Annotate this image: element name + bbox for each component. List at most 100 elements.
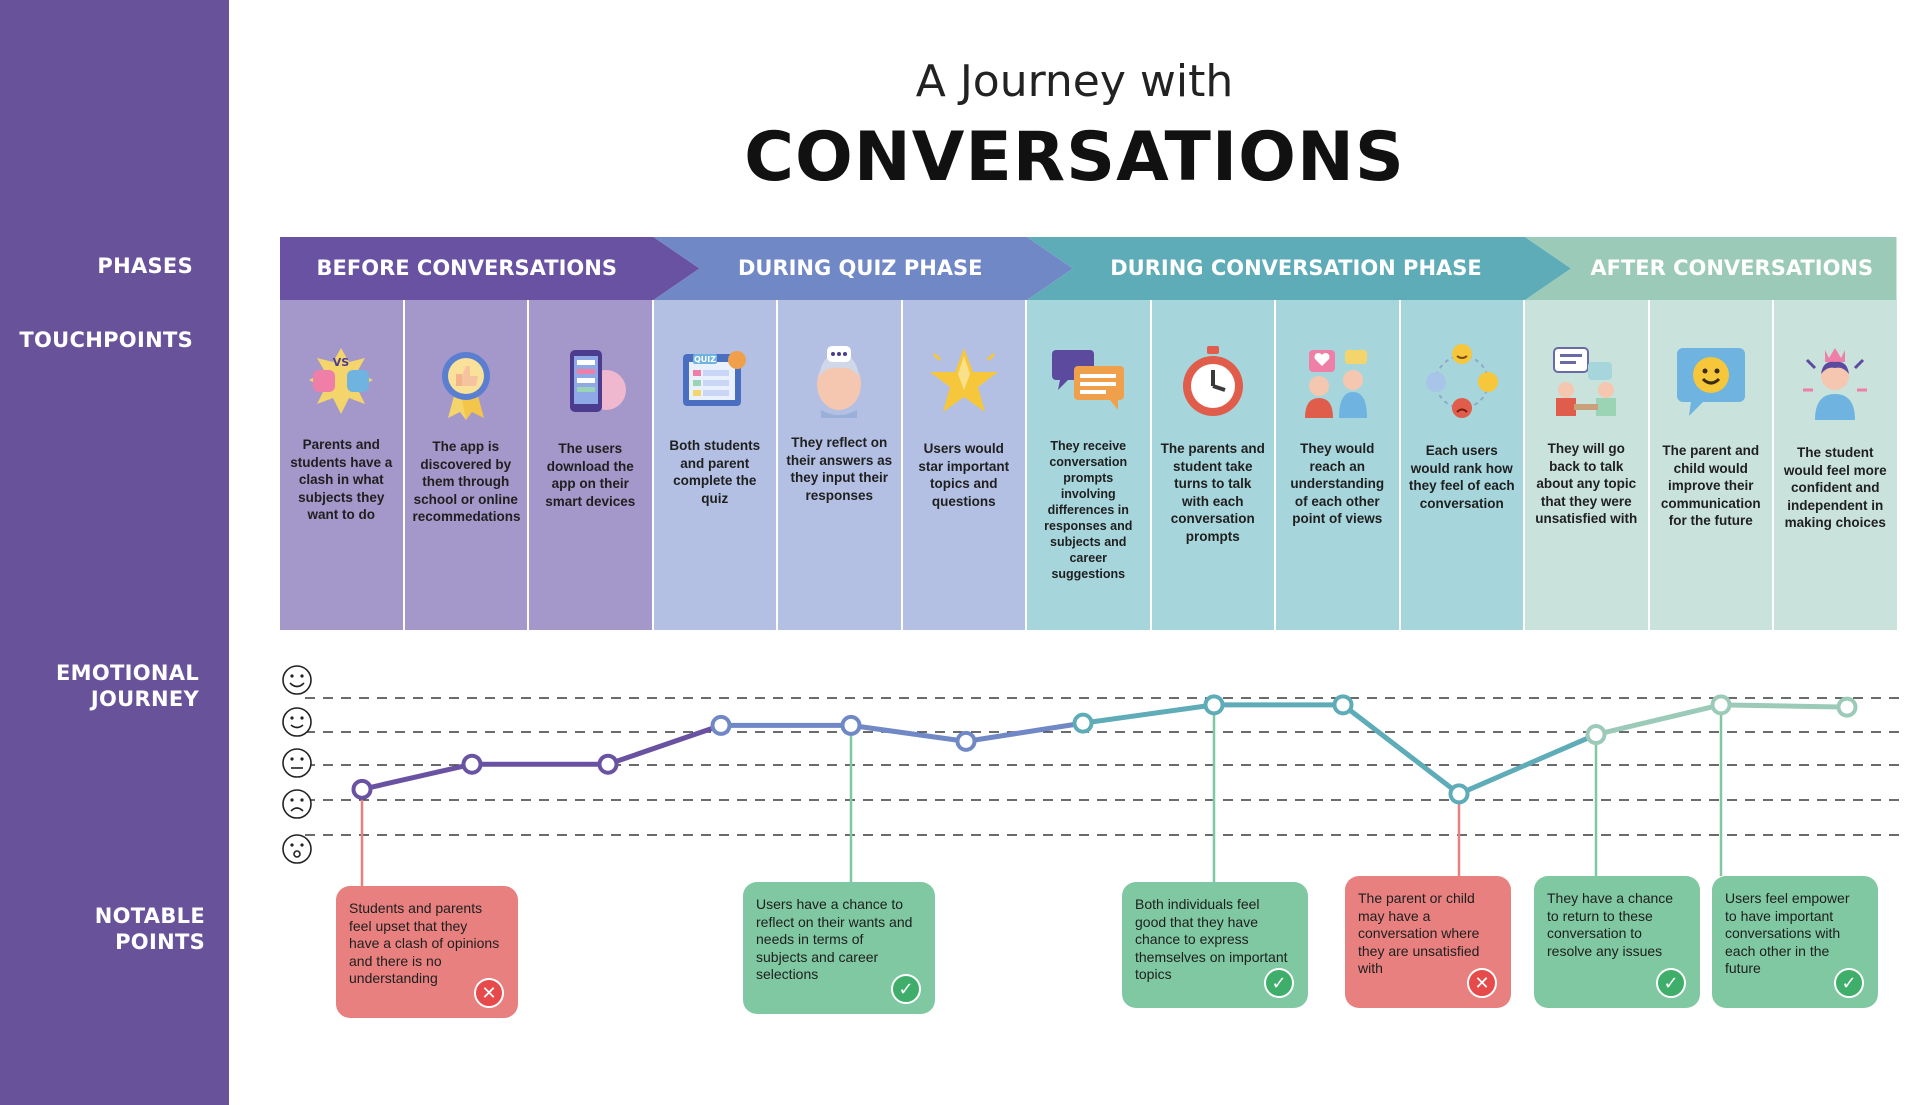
notable-point-text: They have a chance to return to these co… xyxy=(1547,890,1674,959)
touchpoint-text: The parents and student take turns to ta… xyxy=(1160,441,1265,544)
emotion-face-eye xyxy=(290,674,294,678)
emotion-face-eye xyxy=(290,716,294,720)
emotion-point xyxy=(955,730,977,752)
emotion-face-eye xyxy=(300,843,304,847)
touchpoint-column: They receive conversation prompts involv… xyxy=(1027,300,1152,630)
stopwatch-icon xyxy=(1171,340,1255,424)
touchpoints-label: TOUCHPOINTS xyxy=(19,328,193,352)
emotion-face-outline xyxy=(282,748,312,778)
emotion-point xyxy=(710,714,732,736)
touchpoint-column: The parent and child would improve their… xyxy=(1649,300,1774,630)
touchpoint-column: They will go back to talk about any topi… xyxy=(1525,300,1650,630)
svg-text:QUIZ: QUIZ xyxy=(694,355,716,364)
page-title: CONVERSATIONS xyxy=(744,118,1405,197)
phase-chevron xyxy=(1525,237,1897,300)
emotion-line-segment xyxy=(1456,732,1599,797)
notable-point-text: Users feel empower to have important con… xyxy=(1725,890,1850,976)
cross-icon: ✕ xyxy=(474,978,504,1008)
emotion-face-mouth xyxy=(289,682,305,688)
touchpoint-column: VS Parents and students have a clash in w… xyxy=(280,300,405,630)
emotion-face-eye xyxy=(300,757,304,761)
meeting-people-icon xyxy=(1544,340,1628,424)
svg-text:VS: VS xyxy=(333,356,350,369)
emotion-face-mouth xyxy=(290,807,304,812)
emotion-point xyxy=(597,753,619,775)
emotion-line-segment xyxy=(359,761,475,792)
touchpoint-text: They receive conversation prompts involv… xyxy=(1044,439,1133,581)
phase-label: AFTER CONVERSATIONS xyxy=(1590,256,1874,280)
emotion-point xyxy=(1203,694,1225,716)
emotion-face-eye xyxy=(300,798,304,802)
emotion-face-eye xyxy=(300,716,304,720)
phase-chevron xyxy=(653,237,1073,300)
phase-label: DURING QUIZ PHASE xyxy=(737,256,983,280)
emotion-face-mouth xyxy=(293,850,301,858)
emotion-face-outline xyxy=(282,707,312,737)
check-icon: ✓ xyxy=(1834,968,1864,998)
notable-point-card: They have a chance to return to these co… xyxy=(1534,876,1700,1008)
notable-points-label: NOTABLE POINTS xyxy=(94,904,205,954)
emotion-point xyxy=(1836,696,1858,718)
notable-point-card: Users feel empower to have important con… xyxy=(1712,876,1878,1008)
notable-point-text: Both individuals feel good that they hav… xyxy=(1135,896,1288,982)
emotion-face-outline xyxy=(282,789,312,819)
notable-point-card: The parent or child may have a conversat… xyxy=(1345,876,1511,1008)
confident-person-icon xyxy=(1793,340,1877,424)
phase-label: BEFORE CONVERSATIONS xyxy=(316,256,617,280)
touchpoint-column: Each users would rank how they feel of e… xyxy=(1400,300,1525,630)
phase-chevron-base xyxy=(280,237,654,300)
touchpoint-text: Users would star important topics and qu… xyxy=(918,441,1010,509)
emoji-rating-icon xyxy=(1420,340,1504,424)
touchpoint-column: QUIZ Both students and parent complete th… xyxy=(653,300,778,630)
emotion-face-outline xyxy=(282,834,312,864)
touchpoint-text: The student would feel more confident an… xyxy=(1783,445,1887,530)
emotion-line-segment xyxy=(963,720,1086,744)
emotion-line-segment xyxy=(1593,702,1724,738)
notable-point-card: Users have a chance to reflect on their … xyxy=(743,882,935,1014)
emotion-line-segment xyxy=(1080,702,1217,726)
touchpoint-text: The app is discovered by them through sc… xyxy=(412,439,521,524)
quiz-laptop-icon: QUIZ xyxy=(673,340,757,424)
emotion-point xyxy=(1332,694,1354,716)
emotion-line-segment xyxy=(605,722,724,767)
emotion-face-eye xyxy=(290,757,294,761)
touchpoint-text: They would reach an understanding of eac… xyxy=(1290,441,1385,526)
sidebar: PHASES TOUCHPOINTS EMOTIONAL JOURNEY NOT… xyxy=(0,0,229,1105)
emotion-point xyxy=(1585,724,1607,746)
check-icon: ✓ xyxy=(1656,968,1686,998)
smile-chat-icon xyxy=(1669,340,1753,424)
emotion-point xyxy=(1072,712,1094,734)
touchpoint-column: The users download the app on their smar… xyxy=(529,300,654,630)
touchpoint-text: The users download the app on their smar… xyxy=(545,441,636,509)
touchpoint-text: They reflect on their answers as they in… xyxy=(786,435,893,503)
touchpoint-text: Parents and students have a clash in wha… xyxy=(290,437,393,522)
emotion-line-segment xyxy=(1340,702,1462,797)
touchpoint-text: Both students and parent complete the qu… xyxy=(669,438,761,506)
check-icon: ✓ xyxy=(891,974,921,1004)
people-heart-icon xyxy=(1295,340,1379,424)
boxing-gloves-vs-icon: VS xyxy=(299,340,383,424)
touchpoint-column: They would reach an understanding of eac… xyxy=(1276,300,1401,630)
emotion-face-icon xyxy=(282,665,312,695)
emotion-point xyxy=(1448,783,1470,805)
notable-point-card: Both individuals feel good that they hav… xyxy=(1122,882,1308,1008)
emotion-face-eye xyxy=(290,798,294,802)
emotion-face-mouth xyxy=(290,724,304,729)
touchpoint-column: The student would feel more confident an… xyxy=(1774,300,1899,630)
touchpoint-text: They will go back to talk about any topi… xyxy=(1535,441,1638,526)
phases-label: PHASES xyxy=(97,254,193,278)
chat-bubbles-icon xyxy=(1046,340,1130,424)
emotion-face-eye xyxy=(300,674,304,678)
notable-point-text: Users have a chance to reflect on their … xyxy=(756,896,913,982)
notable-point-card: Students and parents feel upset that the… xyxy=(336,886,518,1018)
emotion-line-segment xyxy=(848,722,969,744)
emotion-point xyxy=(351,778,373,800)
emotion-face-eye xyxy=(290,843,294,847)
smartphone-download-icon xyxy=(548,340,632,424)
title-subheading: A Journey with xyxy=(915,56,1234,107)
notable-point-text: The parent or child may have a conversat… xyxy=(1358,890,1480,976)
touchpoint-text: Each users would rank how they feel of e… xyxy=(1408,443,1515,511)
cross-icon: ✕ xyxy=(1467,968,1497,998)
